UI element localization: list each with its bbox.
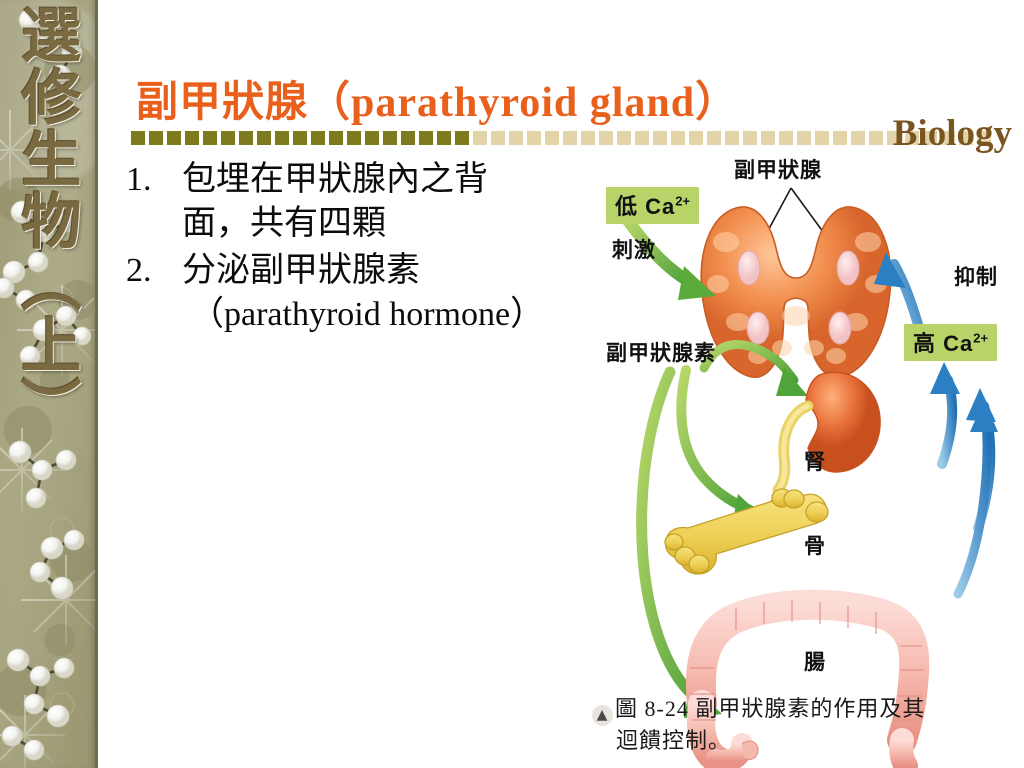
label-low-calcium-text: 低 Ca [615,194,676,219]
divider-square [167,131,181,145]
blue-arrows-inhibit [874,252,998,599]
list-item: 1. 包埋在甲狀腺內之背 面，共有四顆 [126,158,616,245]
divider-square [149,131,163,145]
divider-square [923,131,937,145]
list-item-line1: 分泌副甲狀腺素 [182,252,420,290]
chevron-up-icon: ▲ [592,705,613,726]
list-item: 2. 分泌副甲狀腺素 （parathyroid hormone） [126,249,616,336]
caption-line1: 圖 8-24 副甲狀腺素的作用及其 [615,696,926,721]
divider-square [887,131,901,145]
divider-bar [131,130,1024,146]
divider-square [653,131,667,145]
divider-square [581,131,595,145]
list-item-line1: 包埋在甲狀腺內之背 [182,161,488,198]
divider-square [275,131,289,145]
page-title: 副甲狀腺（parathyroid gland） [136,80,739,126]
list-item-text: 分泌副甲狀腺素 （parathyroid hormone） [182,249,616,336]
divider-square [347,131,361,145]
divider-square [815,131,829,145]
bullet-list: 1. 包埋在甲狀腺內之背 面，共有四顆 2. 分泌副甲狀腺素 （parathyr… [126,158,616,340]
green-arrow-stimulate [620,212,716,300]
divider-square [221,131,235,145]
divider-square [257,131,271,145]
divider-square [311,131,325,145]
divider-square [437,131,451,145]
biology-wordmark: Biology [892,113,1012,154]
divider-square [329,131,343,145]
divider-square [635,131,649,145]
list-item-number: 1. [126,161,152,198]
label-high-calcium-superscript: 2+ [973,330,989,346]
sidebar-molecule-pattern [0,7,95,768]
label-stimulate: 刺激 [612,239,656,262]
divider-square [563,131,577,145]
divider-square [743,131,757,145]
list-item-number: 2. [126,252,152,290]
divider-square [977,131,991,145]
caption-line2: 迴饋控制。 [616,728,732,753]
divider-square [725,131,739,145]
divider-square [365,131,379,145]
list-item-line2: （parathyroid hormone） [190,295,545,333]
feedback-diagram-svg [620,187,998,768]
label-low-calcium-superscript: 2+ [675,193,691,209]
divider-square [401,131,415,145]
divider-square [185,131,199,145]
label-bone: 骨 [804,535,826,558]
label-high-calcium-text: 高 Ca [913,331,974,356]
thyroid-gland-illustration [700,206,892,378]
divider-square [905,131,919,145]
label-parathyroid-gland: 副甲狀腺 [734,159,822,182]
divider-square [239,131,253,145]
figure-caption: ▲圖 8-24 副甲狀腺素的作用及其 迴饋控制。 [592,694,1024,756]
divider-square [383,131,397,145]
divider-square [959,131,973,145]
intestine-illustration [685,589,930,768]
kidney-illustration [772,371,881,496]
divider-square [671,131,685,145]
list-item-text: 包埋在甲狀腺內之背 面，共有四顆 [182,158,616,245]
divider-square [293,131,307,145]
label-intestine: 腸 [804,651,826,674]
divider-square [689,131,703,145]
label-high-calcium: 高 Ca2+ [904,324,998,361]
divider-square [941,131,955,145]
label-parathyroid-hormone: 副甲狀腺素 [606,342,716,365]
divider-square [203,131,217,145]
divider-square [779,131,793,145]
divider-square [419,131,433,145]
divider-square [473,131,487,145]
divider-square [455,131,469,145]
decorative-sidebar: 選修生物（上） [0,0,98,768]
parathyroid-bodies [737,250,860,345]
divider-square [131,131,145,145]
divider-square [761,131,775,145]
divider-square [617,131,631,145]
label-inhibit: 抑制 [954,266,998,289]
divider-square [527,131,541,145]
bone-illustration [664,488,829,575]
divider-square [545,131,559,145]
divider-square [599,131,613,145]
divider-square [509,131,523,145]
divider-square [707,131,721,145]
label-low-calcium: 低 Ca2+ [606,187,700,224]
sidebar-vertical-title: 選修生物（上） [13,4,79,438]
divider-square [869,131,883,145]
divider-square [491,131,505,145]
list-item-line2: 面，共有四顆 [182,204,386,242]
label-kidney: 腎 [804,451,826,474]
figure-diagram: 副甲狀腺 低 Ca2+ 刺激 抑制 高 Ca2+ 副甲狀腺素 腎 骨 腸 [586,156,1024,768]
divider-square [851,131,865,145]
divider-square [797,131,811,145]
divider-square [833,131,847,145]
